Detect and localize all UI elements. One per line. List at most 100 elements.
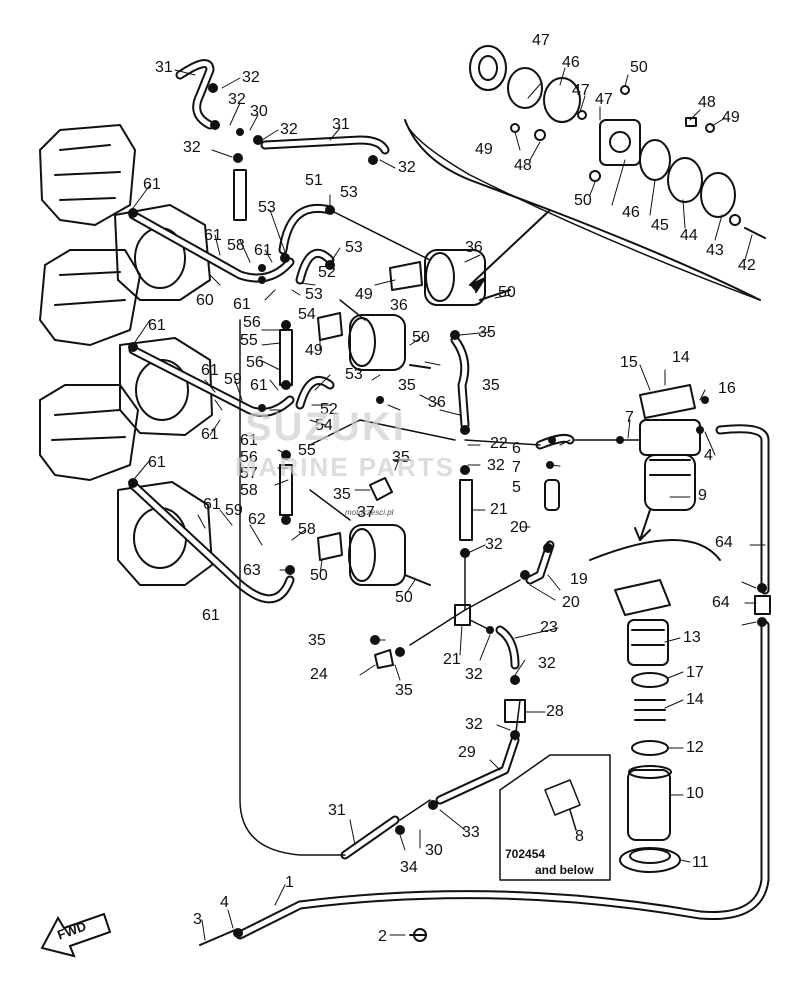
part-number-callout[interactable]: 28 (546, 703, 564, 720)
part-number-callout[interactable]: 5 (512, 479, 521, 496)
part-number-callout[interactable]: 59 (225, 502, 243, 519)
part-number-callout[interactable]: 32 (465, 716, 483, 733)
part-number-callout[interactable]: 55 (240, 332, 258, 349)
part-number-callout[interactable]: 50 (574, 192, 592, 209)
part-number-callout[interactable]: 46 (562, 54, 580, 71)
part-number-callout[interactable]: 6 (512, 440, 521, 457)
part-number-callout[interactable]: 58 (240, 482, 258, 499)
part-number-callout[interactable]: 55 (298, 442, 316, 459)
part-number-callout[interactable]: 61 (250, 377, 268, 394)
part-number-callout[interactable]: 36 (465, 239, 483, 256)
part-number-callout[interactable]: 50 (498, 284, 516, 301)
part-number-callout[interactable]: 61 (204, 227, 222, 244)
part-number-callout[interactable]: 31 (155, 59, 173, 76)
part-number-callout[interactable]: 44 (680, 227, 698, 244)
part-number-callout[interactable]: 37 (357, 504, 375, 521)
part-number-callout[interactable]: 35 (398, 377, 416, 394)
part-number-callout[interactable]: 53 (340, 184, 358, 201)
part-number-callout[interactable]: 17 (686, 664, 704, 681)
part-number-callout[interactable]: 58 (227, 237, 245, 254)
part-number-callout[interactable]: 48 (514, 157, 532, 174)
part-number-callout[interactable]: 50 (630, 59, 648, 76)
part-number-callout[interactable]: 29 (458, 744, 476, 761)
part-number-callout[interactable]: 20 (510, 519, 528, 536)
part-number-callout[interactable]: 56 (246, 354, 264, 371)
part-number-callout[interactable]: 50 (412, 329, 430, 346)
part-number-callout[interactable]: 61 (202, 607, 220, 624)
part-number-callout[interactable]: 34 (400, 859, 418, 876)
part-number-callout[interactable]: 35 (395, 682, 413, 699)
part-number-callout[interactable]: 60 (196, 292, 214, 309)
part-number-callout[interactable]: 49 (722, 109, 740, 126)
part-number-callout[interactable]: 19 (570, 571, 588, 588)
part-number-callout[interactable]: 16 (718, 380, 736, 397)
part-number-callout[interactable]: 47 (532, 32, 550, 49)
part-number-callout[interactable]: 52 (318, 264, 336, 281)
part-number-callout[interactable]: 52 (320, 401, 338, 418)
part-number-callout[interactable]: 32 (228, 91, 246, 108)
part-number-callout[interactable]: 32 (280, 121, 298, 138)
part-number-callout[interactable]: 14 (672, 349, 690, 366)
part-number-callout[interactable]: 58 (298, 521, 316, 538)
part-number-callout[interactable]: 36 (390, 297, 408, 314)
part-number-callout[interactable]: 61 (148, 454, 166, 471)
part-number-callout[interactable]: 35 (482, 377, 500, 394)
part-number-callout[interactable]: 61 (201, 362, 219, 379)
part-number-callout[interactable]: 7 (512, 459, 521, 476)
part-number-callout[interactable]: 53 (345, 239, 363, 256)
part-number-callout[interactable]: 4 (704, 447, 713, 464)
part-number-callout[interactable]: 56 (243, 314, 261, 331)
part-number-callout[interactable]: 61 (240, 432, 258, 449)
part-number-callout[interactable]: 35 (308, 632, 326, 649)
part-number-callout[interactable]: 57 (240, 465, 258, 482)
part-number-callout[interactable]: 35 (392, 449, 410, 466)
part-number-callout[interactable]: 32 (242, 69, 260, 86)
part-number-callout[interactable]: 14 (686, 691, 704, 708)
part-number-callout[interactable]: 32 (465, 666, 483, 683)
part-number-callout[interactable]: 54 (315, 417, 333, 434)
part-number-callout[interactable]: 49 (475, 141, 493, 158)
part-number-callout[interactable]: 64 (712, 594, 730, 611)
part-number-callout[interactable]: 53 (345, 366, 363, 383)
part-number-callout[interactable]: 32 (183, 139, 201, 156)
part-number-callout[interactable]: 2 (378, 928, 387, 945)
part-number-callout[interactable]: 45 (651, 217, 669, 234)
part-number-callout[interactable]: 35 (478, 324, 496, 341)
part-number-callout[interactable]: 43 (706, 242, 724, 259)
part-number-callout[interactable]: 49 (305, 342, 323, 359)
part-number-callout[interactable]: 21 (443, 651, 461, 668)
part-number-callout[interactable]: 61 (143, 176, 161, 193)
inset-part-callout[interactable]: 8 (575, 828, 584, 845)
part-number-callout[interactable]: 7 (625, 409, 634, 426)
part-number-callout[interactable]: 1 (285, 874, 294, 891)
part-number-callout[interactable]: 46 (622, 204, 640, 221)
part-number-callout[interactable]: 61 (233, 296, 251, 313)
part-number-callout[interactable]: 11 (692, 854, 709, 871)
part-number-callout[interactable]: 10 (686, 785, 704, 802)
part-number-callout[interactable]: 61 (148, 317, 166, 334)
part-number-callout[interactable]: 53 (258, 199, 276, 216)
part-number-callout[interactable]: 56 (240, 449, 258, 466)
part-number-callout[interactable]: 62 (248, 511, 266, 528)
part-number-callout[interactable]: 15 (620, 354, 638, 371)
part-number-callout[interactable]: 12 (686, 739, 704, 756)
part-number-callout[interactable]: 53 (305, 286, 323, 303)
part-number-callout[interactable]: 47 (572, 82, 590, 99)
part-number-callout[interactable]: 30 (250, 103, 268, 120)
part-number-callout[interactable]: 20 (562, 594, 580, 611)
part-number-callout[interactable]: 30 (425, 842, 443, 859)
part-number-callout[interactable]: 61 (254, 242, 272, 259)
part-number-callout[interactable]: 4 (220, 894, 229, 911)
part-number-callout[interactable]: 3 (193, 911, 202, 928)
part-number-callout[interactable]: 64 (715, 534, 733, 551)
part-number-callout[interactable]: 42 (738, 257, 756, 274)
part-number-callout[interactable]: 49 (355, 286, 373, 303)
part-number-callout[interactable]: 24 (310, 666, 328, 683)
part-number-callout[interactable]: 61 (203, 496, 221, 513)
part-number-callout[interactable]: 61 (201, 426, 219, 443)
part-number-callout[interactable]: 51 (305, 172, 323, 189)
part-number-callout[interactable]: 22 (490, 435, 508, 452)
part-number-callout[interactable]: 9 (698, 487, 707, 504)
part-number-callout[interactable]: 48 (698, 94, 716, 111)
part-number-callout[interactable]: 59 (224, 371, 242, 388)
